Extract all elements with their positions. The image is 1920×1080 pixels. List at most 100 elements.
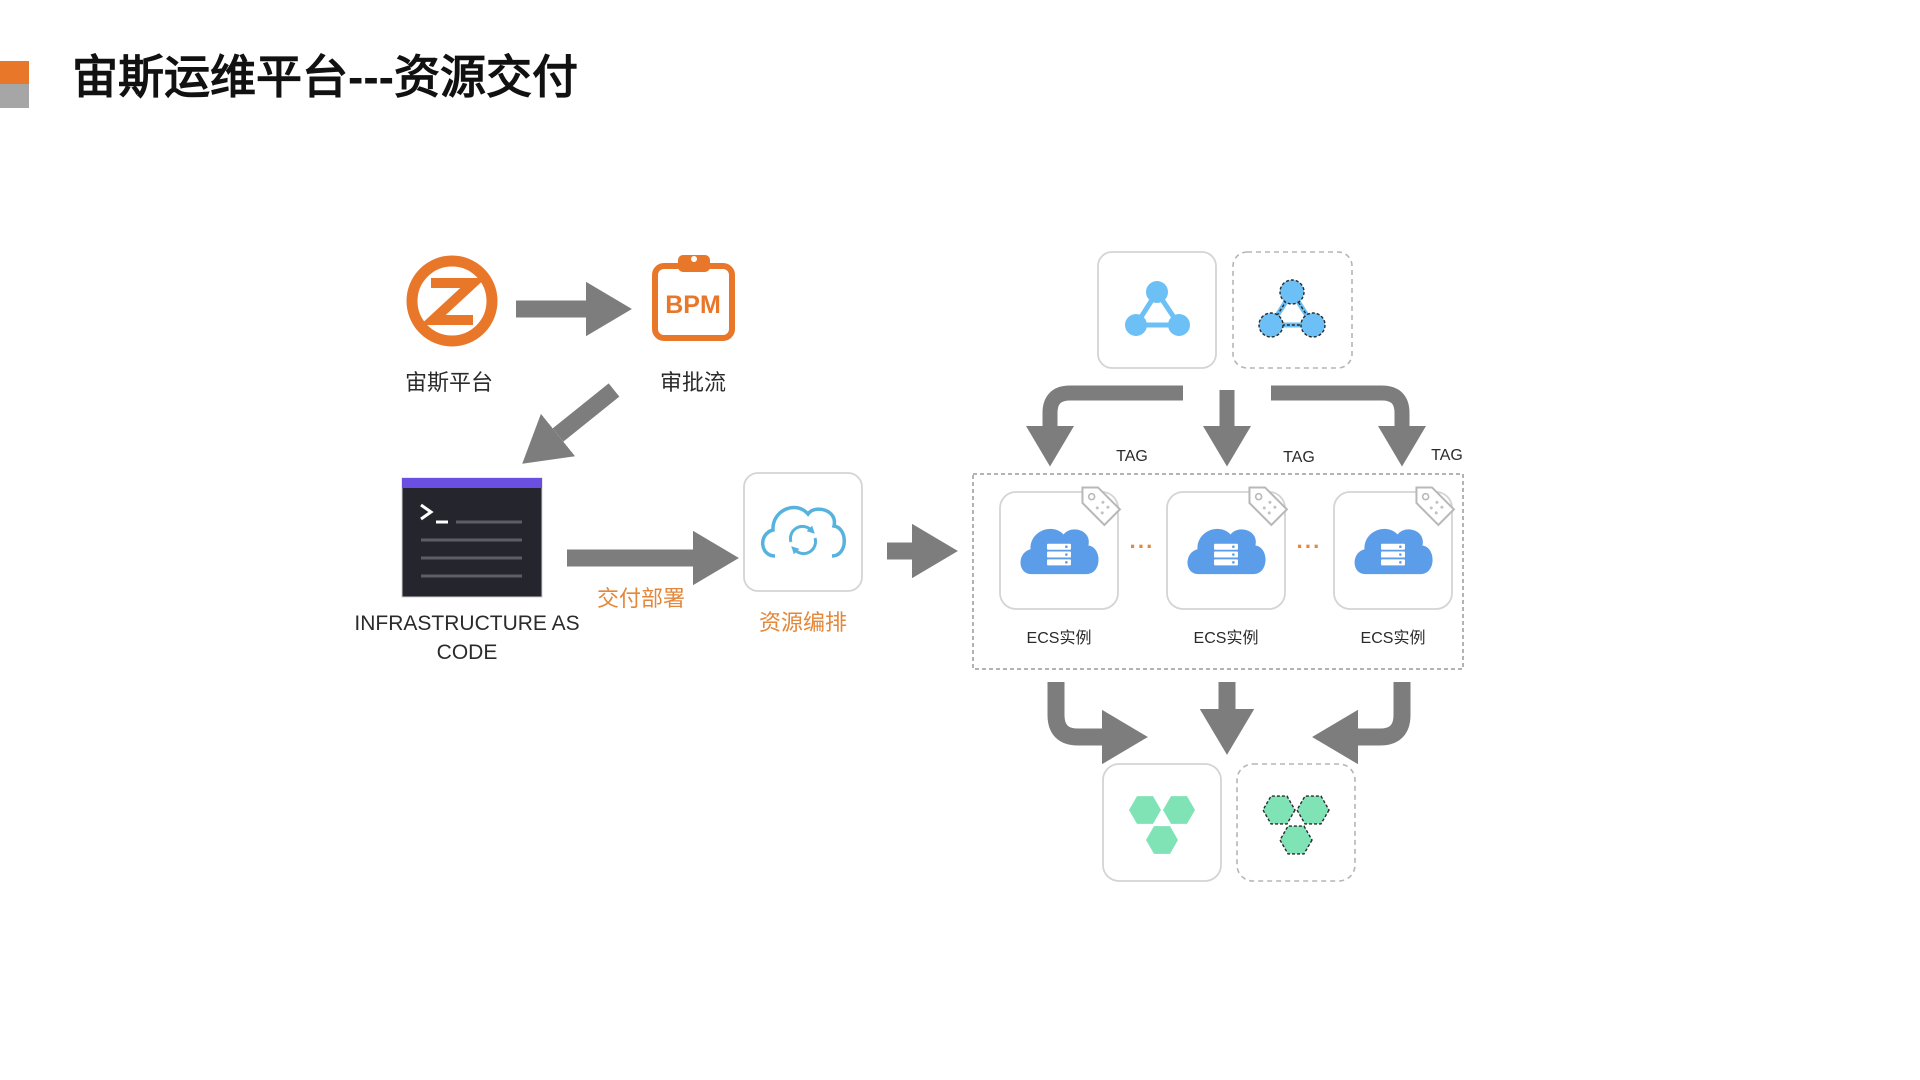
hexagon-cluster-icon xyxy=(1129,796,1195,854)
sync-arrow-lower xyxy=(791,537,818,556)
tag-dot xyxy=(1435,500,1439,504)
server-led xyxy=(1232,545,1235,548)
tag-hole xyxy=(1421,492,1430,501)
network-box xyxy=(1097,251,1217,369)
prompt-chevron xyxy=(420,503,434,521)
tag-icon xyxy=(1081,486,1122,527)
bpm-clipboard-icon: BPM xyxy=(652,255,735,341)
terminal-title-bar xyxy=(402,478,542,488)
network-dashed-node xyxy=(1280,280,1304,304)
network-links xyxy=(1131,287,1184,328)
cloud-server-icon xyxy=(1187,528,1266,575)
ecs-instance-label: ECS实例 xyxy=(1026,630,1092,647)
tag-dot xyxy=(1429,506,1433,510)
tag-dot xyxy=(1440,505,1444,509)
tag-dot xyxy=(1273,505,1277,509)
cloud-shape xyxy=(1354,528,1433,575)
hexagon-dashed-outline xyxy=(1262,795,1296,825)
accent-bar-orange xyxy=(0,61,29,84)
arrow-top-right xyxy=(1271,385,1427,467)
sync-arrow-upper xyxy=(788,524,815,543)
platform-label: 宙斯平台 xyxy=(404,370,494,395)
server-led xyxy=(1399,553,1402,556)
cloud-server-icon xyxy=(1354,528,1433,575)
accent-bar-gray xyxy=(0,84,29,108)
hexagon-cluster-dashed-icon xyxy=(1262,795,1330,855)
deploy-label: 交付部署 xyxy=(596,586,686,611)
network-node xyxy=(1146,281,1168,303)
tag-dot xyxy=(1262,506,1266,510)
tag-dot xyxy=(1434,511,1438,515)
tag-label: TAG xyxy=(1431,447,1463,464)
terminal-icon xyxy=(401,477,543,598)
zeus-logo-ring xyxy=(406,255,498,347)
ecs-instance-label: ECS实例 xyxy=(1360,630,1426,647)
tag-dot xyxy=(1267,511,1271,515)
server-unit xyxy=(1214,551,1238,558)
server-led xyxy=(1065,553,1068,556)
arrow-bottom-right xyxy=(1312,682,1411,765)
ecs-separator: ··· xyxy=(1296,534,1322,559)
clipboard-clip xyxy=(678,255,710,272)
orchestration-box xyxy=(743,472,863,592)
server-unit xyxy=(1381,551,1405,558)
hexagon xyxy=(1163,796,1195,824)
tag-shape xyxy=(1415,486,1456,527)
tag-label: TAG xyxy=(1116,448,1148,465)
tag-dot xyxy=(1268,500,1272,504)
hexagon-dashed xyxy=(1297,796,1329,824)
ecs-instance-label: ECS实例 xyxy=(1193,630,1259,647)
ecs-group-frame xyxy=(972,473,1464,670)
network-dashed-box xyxy=(1232,251,1353,369)
server-led xyxy=(1232,553,1235,556)
server-unit xyxy=(1214,543,1238,550)
server-led xyxy=(1232,561,1235,564)
network-dashed-node-outline xyxy=(1279,279,1305,305)
network-dashed-links-outline xyxy=(1269,290,1315,326)
hexagon-dashed-outline xyxy=(1296,795,1330,825)
tag-label: TAG xyxy=(1283,449,1315,466)
server-unit xyxy=(1214,559,1238,566)
tag-dot xyxy=(1100,511,1104,515)
tag-shape xyxy=(1081,486,1122,527)
server-led xyxy=(1065,561,1068,564)
tag-hole xyxy=(1254,492,1263,501)
network-dashed-icon xyxy=(1258,279,1326,338)
network-dashed-node-outline xyxy=(1258,312,1284,338)
tag-hole xyxy=(1087,492,1096,501)
zeus-logo-z xyxy=(420,278,486,325)
network-dashed-node xyxy=(1259,313,1283,337)
tag-dot xyxy=(1095,506,1099,510)
slide-title: 宙斯运维平台---资源交付 xyxy=(72,51,578,103)
server-led xyxy=(1399,561,1402,564)
tag-dot xyxy=(1101,500,1105,504)
orchestration-label: 资源编排 xyxy=(758,610,848,635)
approval-label: 审批流 xyxy=(659,370,727,395)
server-unit xyxy=(1381,543,1405,550)
hexagon-cluster-dashed-box xyxy=(1236,763,1356,882)
server-unit xyxy=(1047,559,1071,566)
clipboard-clip-hole xyxy=(691,256,697,262)
hexagon-dashed-outline xyxy=(1279,825,1313,855)
network-node xyxy=(1168,314,1190,336)
tag-icon xyxy=(1248,486,1289,527)
cloud-outline xyxy=(761,505,846,558)
tag-dot xyxy=(1106,505,1110,509)
hexagon-dashed xyxy=(1280,826,1312,854)
network-dashed-node-outline xyxy=(1300,312,1326,338)
cloud-sync-icon xyxy=(761,505,846,558)
cloud-server-icon xyxy=(1020,528,1099,575)
arrow-approval-to-iac xyxy=(522,383,620,464)
server-unit xyxy=(1047,543,1071,550)
tag-icon xyxy=(1415,486,1456,527)
cloud-shape xyxy=(1187,528,1266,575)
hexagon-dashed xyxy=(1263,796,1295,824)
hexagon xyxy=(1146,826,1178,854)
bpm-icon-text: BPM xyxy=(665,291,721,319)
iac-label: INFRASTRUCTURE AS CODE xyxy=(354,612,580,664)
tag-shape xyxy=(1248,486,1289,527)
arrow-top-left xyxy=(1025,385,1183,467)
arrow-bottom-left xyxy=(1047,682,1148,765)
server-unit xyxy=(1047,551,1071,558)
